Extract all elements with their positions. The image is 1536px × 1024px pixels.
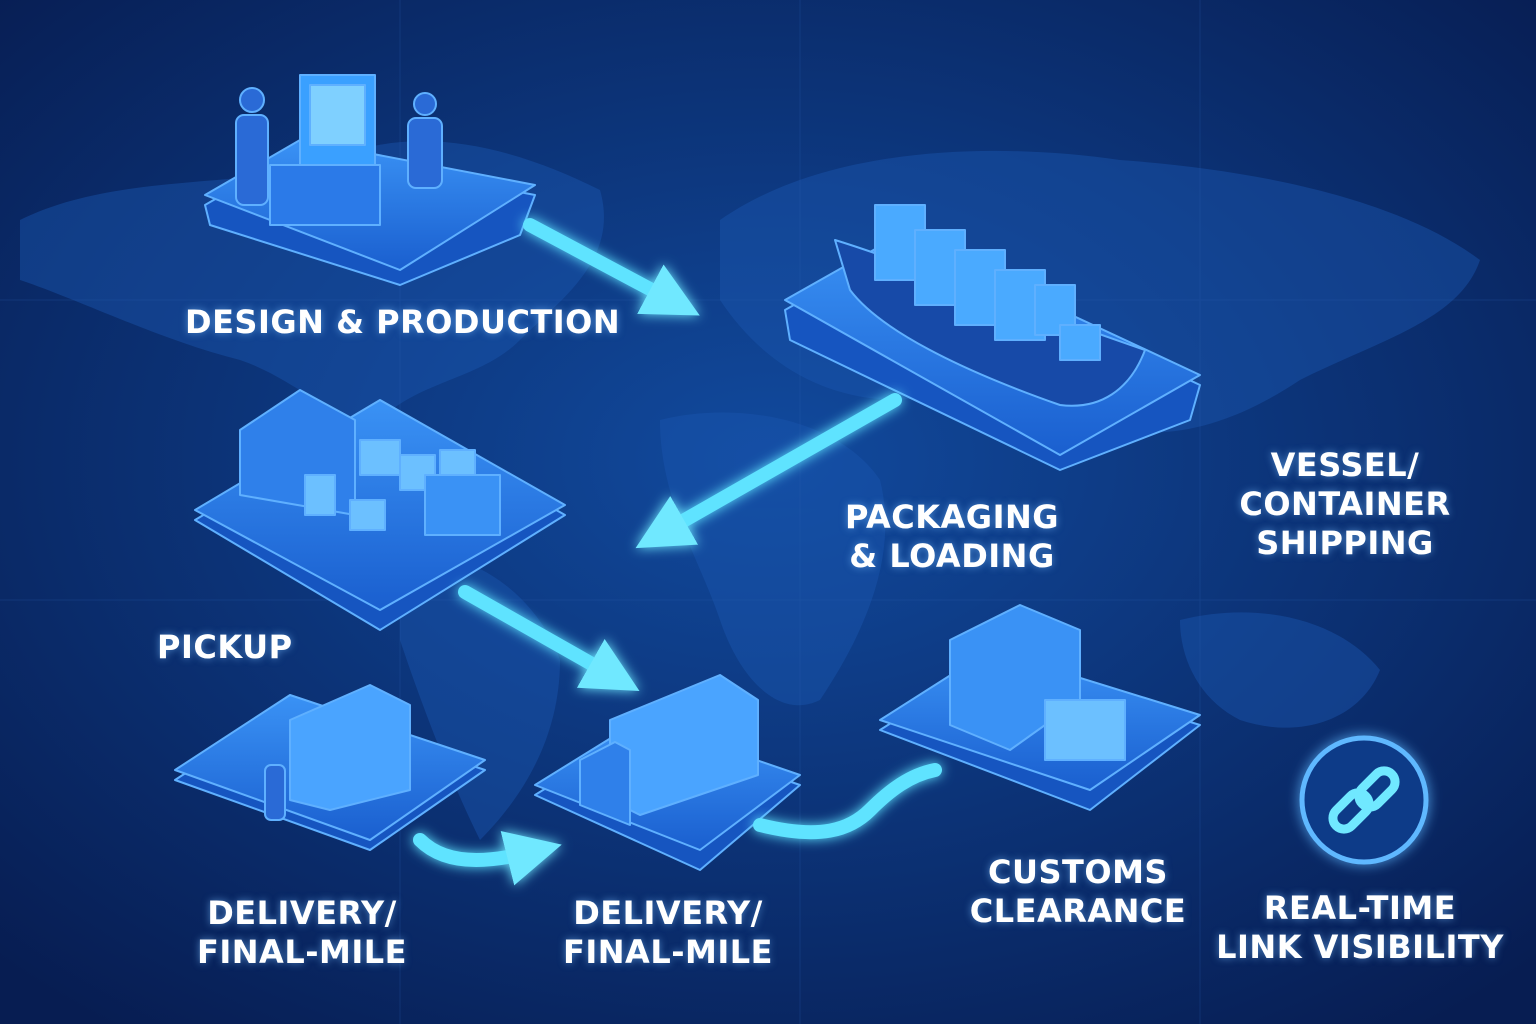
label-line: DELIVERY/ xyxy=(207,894,397,932)
truck-platform xyxy=(534,674,801,871)
delivery-left-platform xyxy=(174,684,486,851)
label-line: PICKUP xyxy=(157,628,293,666)
label-line: CONTAINER xyxy=(1239,485,1451,523)
label-delivery-left: DELIVERY/FINAL-MILE xyxy=(182,894,422,972)
label-design-production: DESIGN & PRODUCTION xyxy=(185,303,620,342)
label-pickup: PICKUP xyxy=(157,628,293,667)
arrow-delivery-to-truck xyxy=(413,830,562,886)
arrow-ship-to-warehouse xyxy=(635,393,902,549)
label-line: DELIVERY/ xyxy=(573,894,763,932)
label-line: FINAL-MILE xyxy=(563,933,773,971)
customs-platform xyxy=(879,604,1201,811)
label-line: REAL-TIME xyxy=(1263,889,1457,927)
label-line: CLEARANCE xyxy=(969,892,1187,930)
label-line: & LOADING xyxy=(849,537,1055,575)
label-line: PACKAGING xyxy=(844,498,1060,536)
connector-truck-to-customs xyxy=(753,763,942,840)
arrow-pickup-to-truck xyxy=(458,585,640,692)
label-packaging-loading: PACKAGING& LOADING xyxy=(832,498,1072,576)
arrow-design-to-packaging xyxy=(523,218,700,316)
label-line: CUSTOMS xyxy=(988,853,1168,891)
label-line: DESIGN & PRODUCTION xyxy=(185,303,621,341)
label-line: LINK VISIBILITY xyxy=(1216,928,1504,966)
label-line: SHIPPING xyxy=(1256,524,1434,562)
label-delivery-mid: DELIVERY/FINAL-MILE xyxy=(548,894,788,972)
label-line: FINAL-MILE xyxy=(197,933,407,971)
ship-platform xyxy=(784,204,1201,471)
design-platform xyxy=(204,74,536,286)
label-line: VESSEL/ xyxy=(1270,446,1420,484)
link-icon xyxy=(1299,735,1429,865)
warehouse-platform xyxy=(194,389,566,631)
